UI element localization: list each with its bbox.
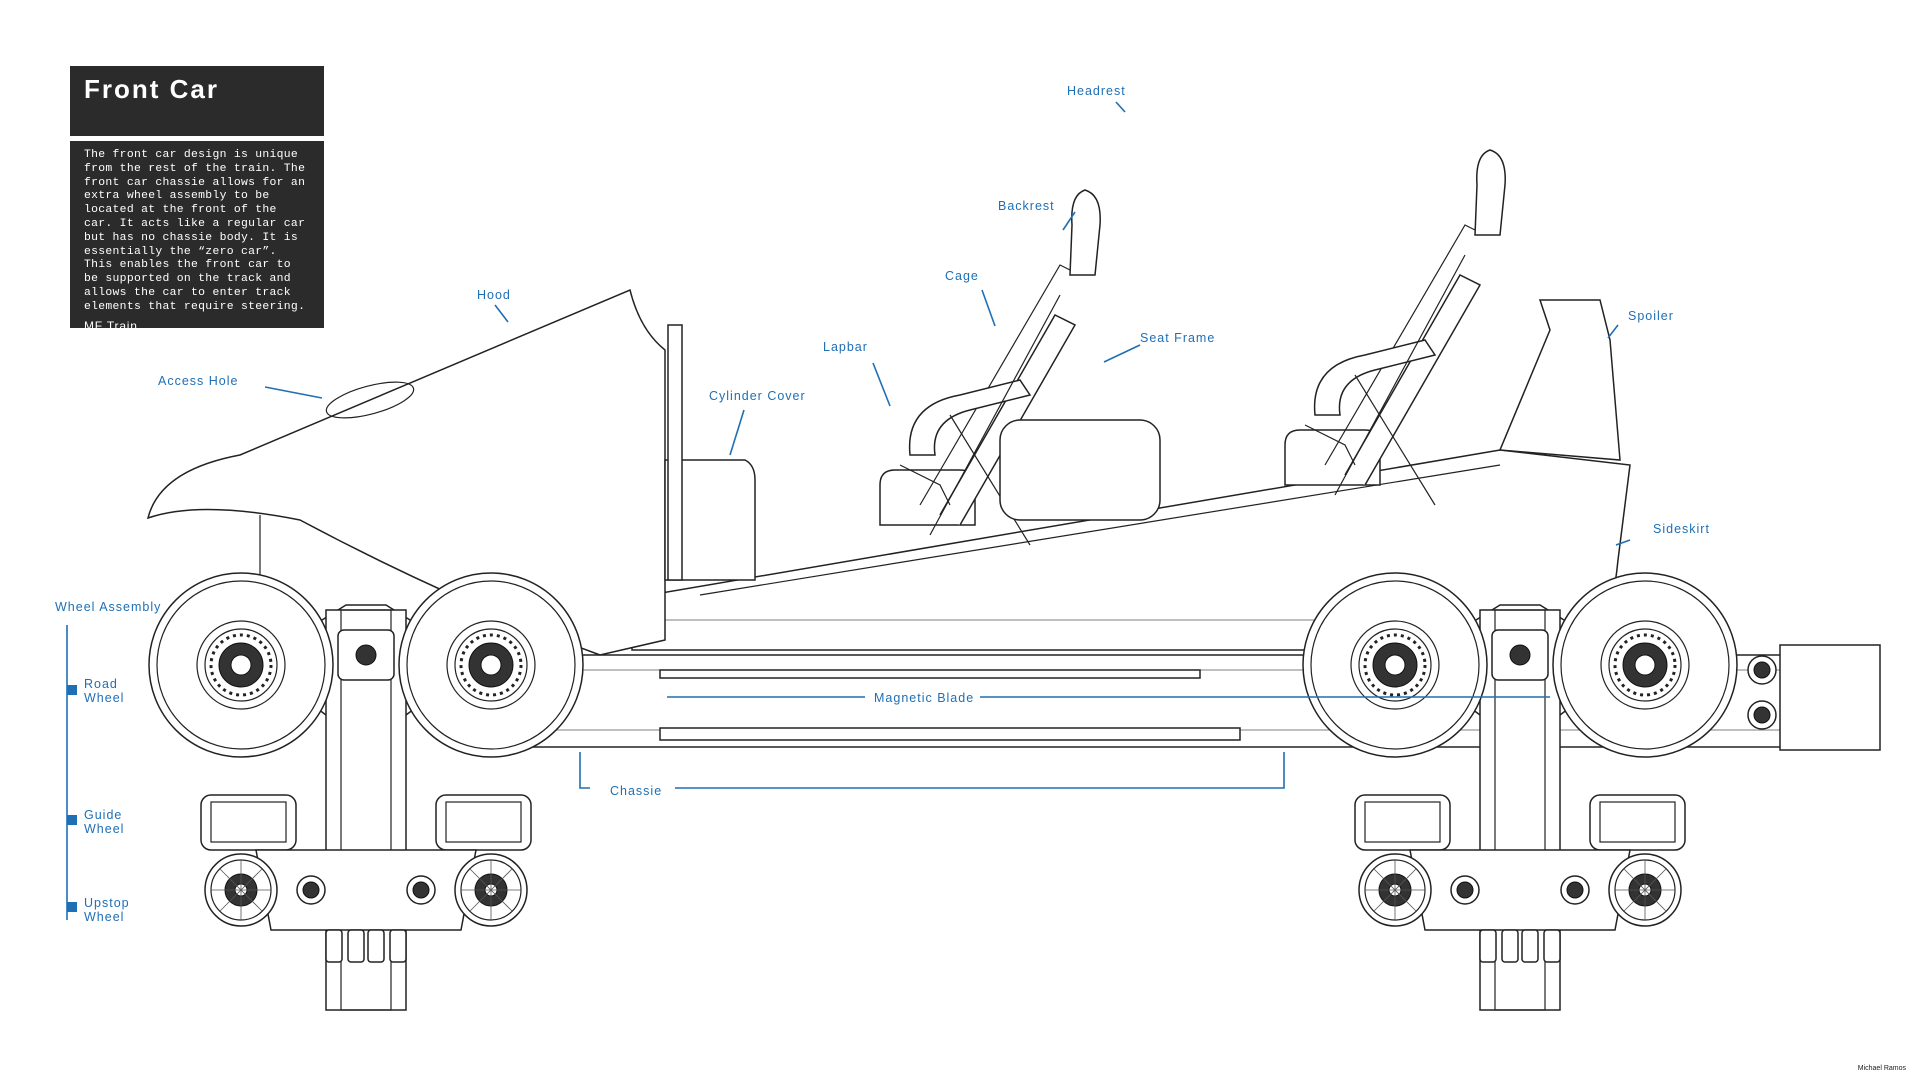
label-hood: Hood	[477, 288, 511, 302]
label-lapbar: Lapbar	[823, 340, 868, 354]
label-seat-frame: Seat Frame	[1140, 331, 1215, 345]
label-cage: Cage	[945, 269, 979, 283]
author-credit: Michael Ramos	[1857, 1065, 1906, 1072]
road-wheel-marker	[67, 685, 77, 695]
leader-lines	[66, 101, 1631, 920]
label-road-wheel-2: Wheel	[84, 691, 124, 705]
seat-back-cushion	[999, 419, 1161, 521]
magnetic-blade	[659, 669, 1241, 741]
label-chassie: Chassie	[610, 784, 662, 798]
title-panel: Front Car	[70, 66, 324, 136]
description-text: The front car design is unique from the …	[84, 149, 306, 313]
rear-seat	[1284, 149, 1506, 506]
page-title: Front Car	[84, 74, 219, 104]
upstop-wheel-marker	[67, 902, 77, 912]
label-sideskirt: Sideskirt	[1653, 522, 1710, 536]
label-cylinder-cover: Cylinder Cover	[709, 389, 806, 403]
description-subtitle: MF Train	[84, 318, 138, 333]
label-access-hole: Access Hole	[158, 374, 238, 388]
label-spoiler: Spoiler	[1628, 309, 1674, 323]
label-headrest: Headrest	[1067, 84, 1126, 98]
label-wheel-assembly: Wheel Assembly	[55, 600, 161, 614]
description-panel: The front car design is unique from the …	[70, 141, 324, 332]
label-magnetic-blade: Magnetic Blade	[874, 691, 974, 705]
front-wheel-assembly	[149, 573, 583, 1010]
label-upstop-wheel-1: Upstop	[84, 896, 130, 910]
guide-wheel-marker	[67, 815, 77, 825]
label-guide-wheel-2: Wheel	[84, 822, 124, 836]
label-guide-wheel-1: Guide	[84, 808, 122, 822]
label-upstop-wheel-2: Wheel	[84, 910, 124, 924]
label-road-wheel-1: Road	[84, 677, 118, 691]
rear-wheel-assembly	[1303, 573, 1737, 1010]
label-backrest: Backrest	[998, 199, 1055, 213]
